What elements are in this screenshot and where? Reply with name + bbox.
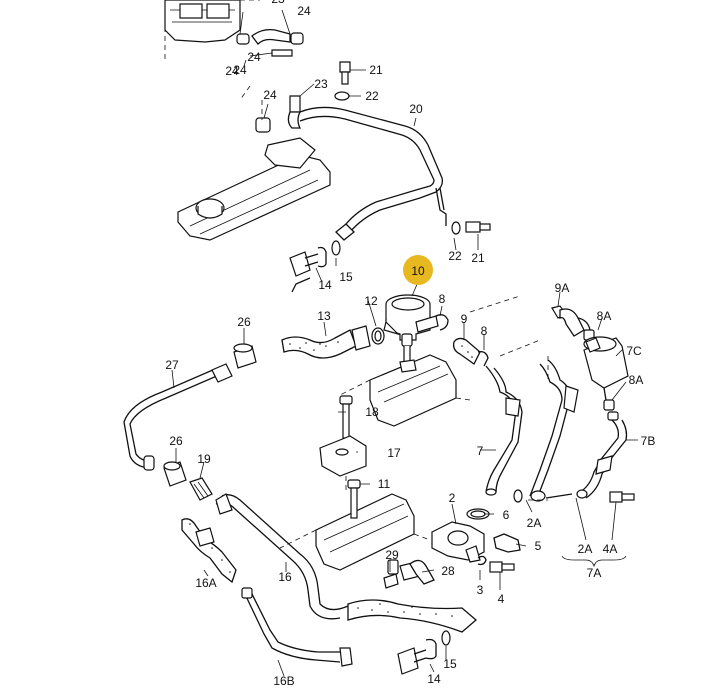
hose-7: [485, 365, 523, 496]
callout-14: 14: [318, 278, 332, 292]
callout-21: 21: [369, 63, 383, 77]
callout-7C: 7C: [626, 344, 642, 358]
cylinder-head-middle: [339, 333, 471, 427]
bolt-18: [339, 395, 353, 439]
callout-9A: 9A: [555, 281, 570, 295]
bracket-17: [319, 435, 367, 490]
engine-block-fragment: [164, 0, 260, 60]
hose-16A: [181, 518, 237, 584]
callout-23: 23: [271, 0, 285, 6]
callout-16A: 16A: [195, 576, 216, 590]
callout-18: 18: [365, 405, 379, 419]
callout-labels: 24 24 24 23 24 21 23 22 24 20 22 21 15 1…: [165, 0, 655, 688]
pipe-27: [123, 363, 233, 471]
clip-14-bottom: [397, 630, 451, 675]
callout-24: 24: [297, 4, 311, 18]
callout-7: 7: [477, 444, 484, 458]
bolt-4: [489, 561, 515, 573]
bolt-4A: [609, 491, 635, 503]
callout-8: 8: [439, 292, 446, 306]
callout-26: 26: [169, 434, 183, 448]
breather-pipe-20: [299, 106, 447, 241]
connector-28-29: [383, 559, 435, 589]
callout-21: 21: [471, 251, 485, 265]
hose-26-top: [233, 343, 257, 369]
cylinder-head-bottom: [279, 493, 431, 571]
callout-24: 24: [263, 88, 277, 102]
hose-9A: [551, 305, 591, 337]
hose-16: [215, 493, 477, 633]
callout-3: 3: [477, 583, 484, 597]
callout-13: 13: [317, 309, 331, 323]
callout-28: 28: [441, 564, 455, 578]
callout-22: 22: [365, 89, 379, 103]
hose-9: [452, 337, 489, 367]
filter-7C: [583, 336, 629, 401]
clip-8A-b: [603, 399, 619, 421]
callout-22: 22: [448, 249, 462, 263]
bolt-21-top: [334, 61, 351, 101]
ring-6: [466, 508, 490, 520]
connector-19: [189, 477, 213, 501]
clip-3: [477, 555, 487, 566]
hose-13: [281, 325, 371, 359]
dashed-leaders: [239, 85, 549, 501]
hose-2A: [529, 359, 579, 502]
ring-2A: [513, 489, 523, 503]
callout-20: 20: [409, 102, 423, 116]
callout-16: 16: [278, 570, 292, 584]
connector-23: [287, 95, 302, 129]
callout-23: 23: [314, 77, 328, 91]
callout-4A: 4A: [603, 542, 618, 556]
ring-12: [371, 327, 385, 345]
hose-7B: [576, 419, 628, 499]
callout-11: 11: [378, 477, 391, 491]
callout-4: 4: [498, 592, 505, 606]
callout-17: 17: [387, 446, 401, 460]
callout-9: 9: [461, 312, 468, 326]
callout-6: 6: [503, 508, 510, 522]
bolt-21-right: [451, 221, 491, 235]
callout-7A: 7A: [587, 566, 602, 580]
hose-26-bottom: [163, 461, 187, 487]
callout-27: 27: [165, 358, 179, 372]
callout-12: 12: [364, 294, 378, 308]
callout-8: 8: [481, 324, 488, 338]
highlight-marker[interactable]: [403, 255, 433, 285]
callout-8A: 8A: [629, 373, 644, 387]
callout-2A: 2A: [527, 516, 542, 530]
callout-8A: 8A: [597, 309, 612, 323]
callout-24: 24: [233, 63, 247, 77]
leader-lines: [171, 9, 638, 677]
callout-2: 2: [449, 491, 456, 505]
callout-19: 19: [197, 452, 211, 466]
callout-2A: 2A: [578, 542, 593, 556]
callout-7B: 7B: [641, 434, 656, 448]
pipe-16B: [241, 587, 353, 667]
pcv-valve-10: [383, 294, 439, 341]
callout-16B: 16B: [273, 674, 294, 688]
bracket-7A: [561, 555, 627, 568]
callout-26: 26: [237, 315, 251, 329]
callout-15: 15: [339, 270, 353, 284]
callout-14: 14: [427, 672, 441, 686]
cylinder-head-cover-top: [177, 117, 331, 241]
hose-23-top: [236, 28, 304, 57]
callout-24: 24: [247, 50, 261, 64]
callout-10: 10: [411, 264, 425, 278]
clip-14-top: [289, 240, 341, 293]
callout-15: 15: [443, 657, 457, 671]
callout-24: 24: [225, 64, 239, 78]
callout-29: 29: [385, 548, 399, 562]
callout-5: 5: [535, 539, 542, 553]
connector-2: [431, 521, 485, 563]
clip-5: [493, 533, 521, 553]
